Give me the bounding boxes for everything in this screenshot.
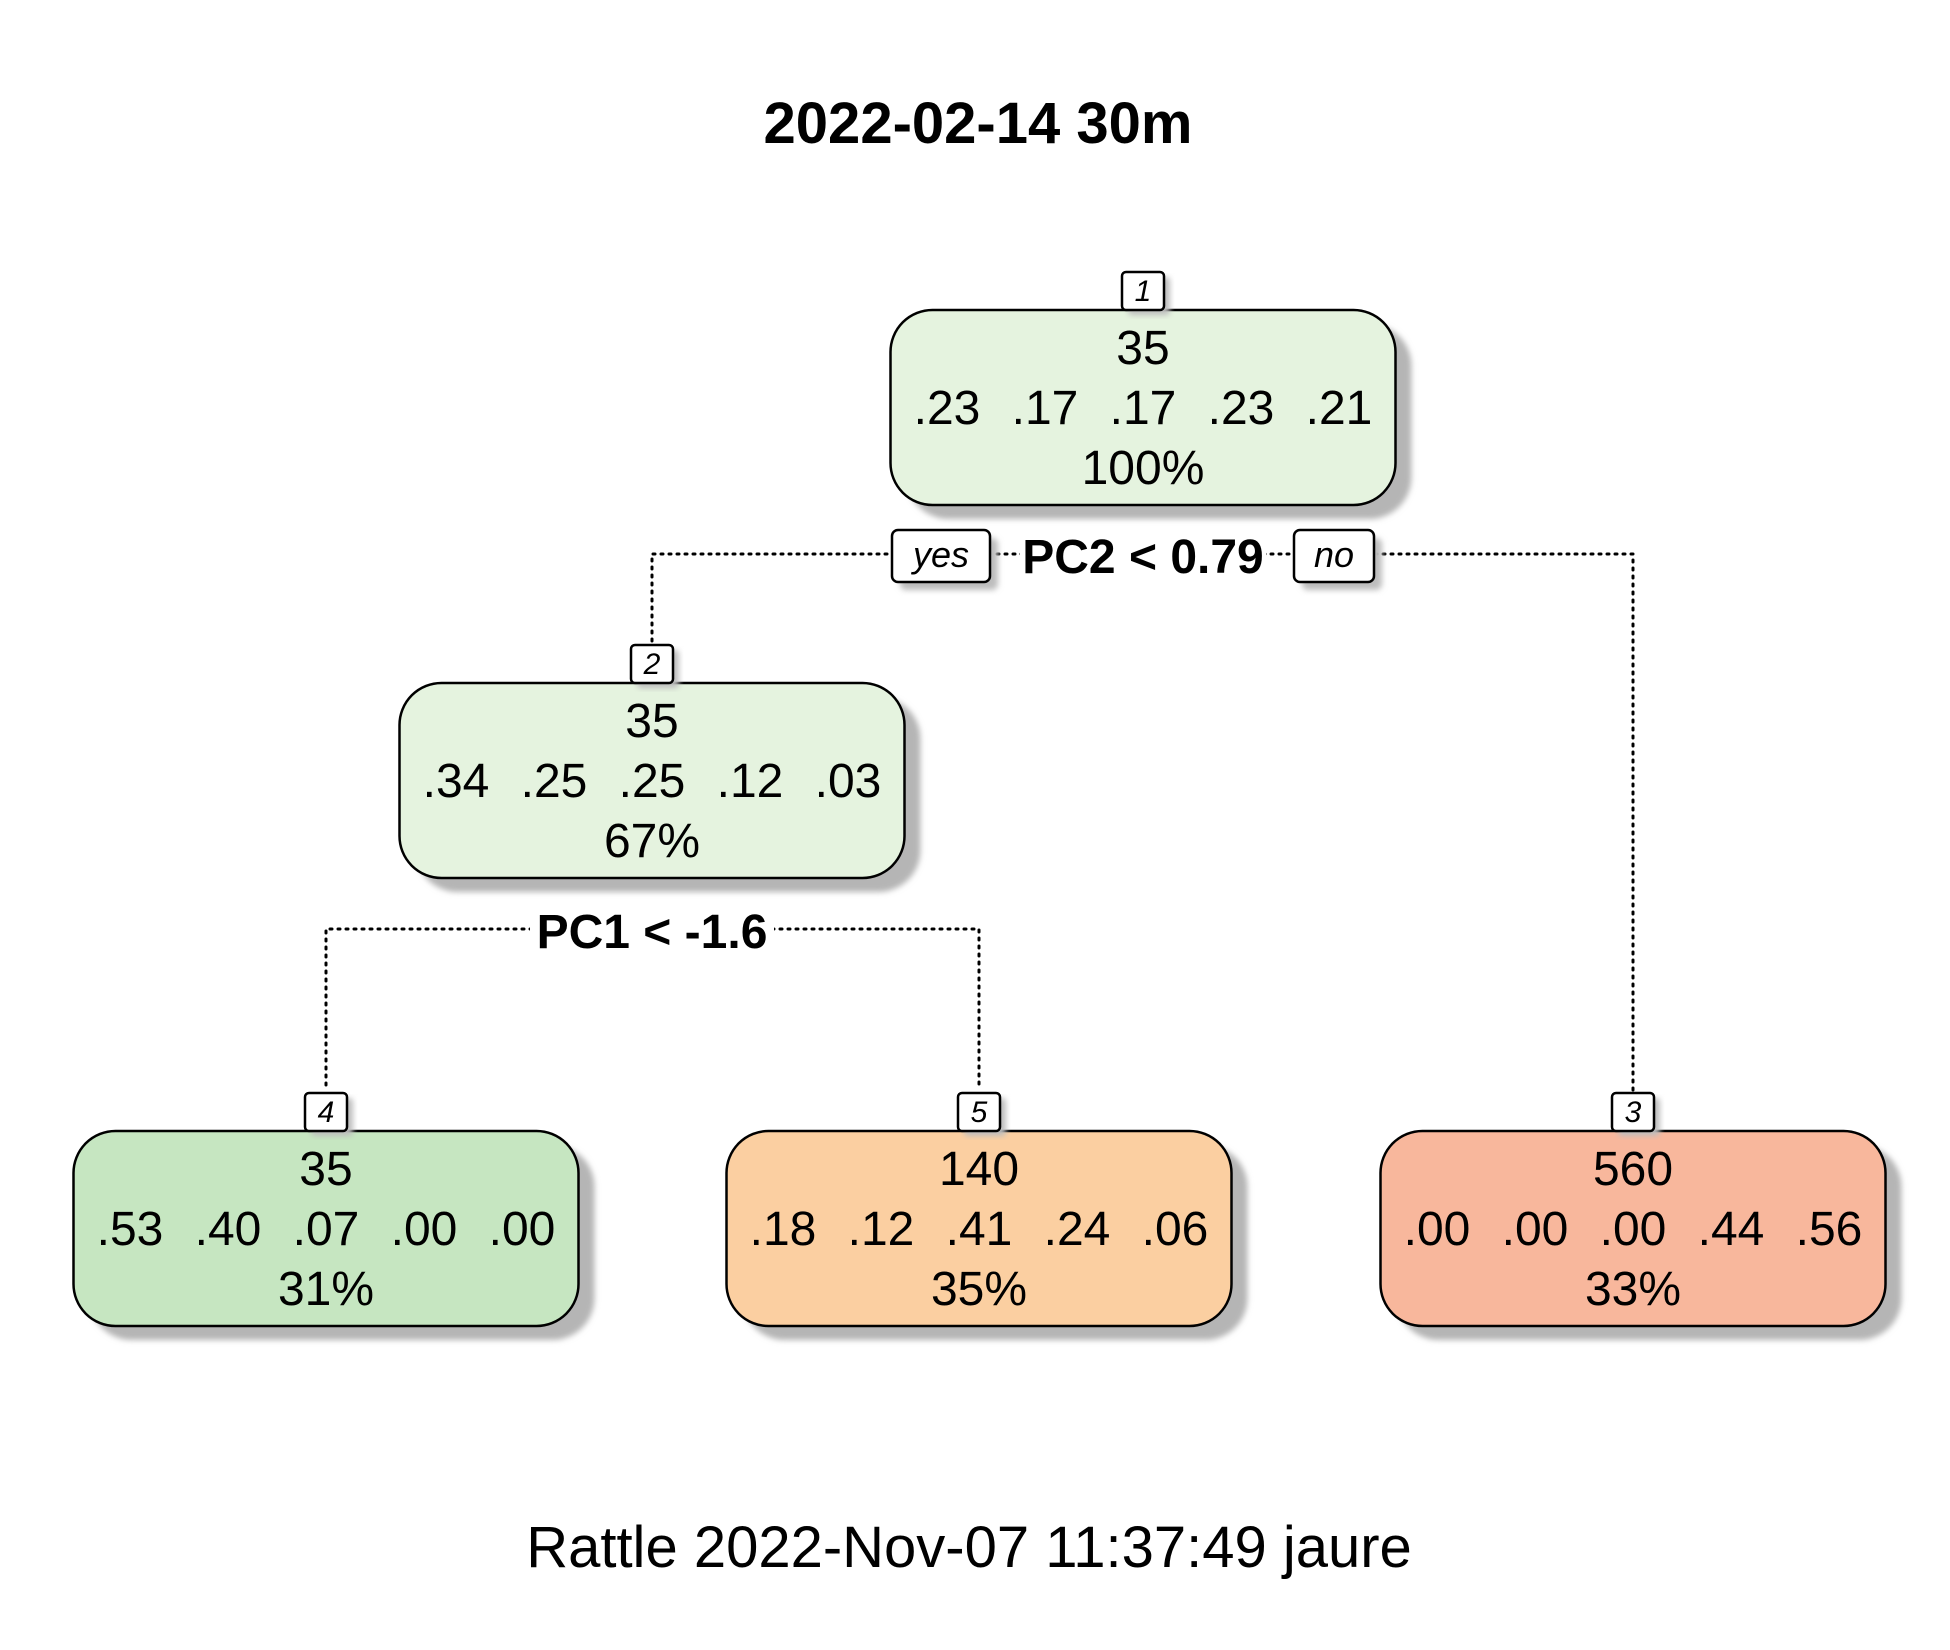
node-prob: .40 (195, 1203, 262, 1256)
node-id-label: 1 (1135, 275, 1152, 308)
branch-yes: yes (890, 528, 998, 590)
node-percent: 35% (931, 1263, 1027, 1316)
tree-node-5: 5 140 .18 .12 .41 .24 .06 35% (725, 1091, 1248, 1340)
edge-1-to-2 (650, 552, 1145, 644)
node-prob: .12 (848, 1203, 915, 1256)
node-id-label: 4 (318, 1096, 335, 1129)
node-percent: 31% (278, 1263, 374, 1316)
node-percent: 67% (604, 815, 700, 868)
node-class: 35 (625, 695, 678, 748)
node-prob: .24 (1044, 1203, 1111, 1256)
node-prob: .34 (423, 755, 490, 808)
node-id-box (629, 643, 675, 685)
nodes: 135.23.17.17.23.21100%235.34.25.25.12.03… (72, 270, 1902, 1340)
tree-node-2: 2 35 .34 .25 .25 .12 .03 67% (398, 643, 921, 892)
node-prob: .25 (521, 755, 588, 808)
branch-no: no (1292, 528, 1382, 590)
node-prob: .00 (1600, 1203, 1667, 1256)
node-prob: .07 (293, 1203, 360, 1256)
node-prob: .06 (1142, 1203, 1209, 1256)
branch-no-box (1292, 528, 1376, 584)
branch-yes-label: yes (910, 534, 969, 575)
node-prob: .18 (750, 1203, 817, 1256)
node-id-box (303, 1091, 349, 1133)
split-root: PC2 < 0.79 (1020, 526, 1266, 584)
node-prob: .00 (489, 1203, 556, 1256)
node-percent: 100% (1082, 442, 1205, 495)
node-prob: .00 (391, 1203, 458, 1256)
node-id-label: 2 (643, 648, 661, 681)
node-id-box (956, 1091, 1002, 1133)
tree-node-3: 3 560 .00 .00 .00 .44 .56 33% (1379, 1091, 1902, 1340)
node-prob: .17 (1012, 382, 1079, 435)
edge-1-to-3 (1141, 552, 1635, 1092)
split-node-2-label: PC1 < -1.6 (537, 906, 768, 959)
node-class: 560 (1593, 1143, 1673, 1196)
node-prob: .12 (717, 755, 784, 808)
edge-2-to-4 (324, 927, 654, 1092)
node-id-box (1610, 1091, 1656, 1133)
node-prob: .00 (1502, 1203, 1569, 1256)
node-class: 35 (299, 1143, 352, 1196)
split-root-label: PC2 < 0.79 (1022, 531, 1264, 584)
node-id-label: 5 (971, 1096, 988, 1129)
node-prob: .44 (1698, 1203, 1765, 1256)
node-prob: .23 (914, 382, 981, 435)
diagram-title: 2022-02-14 30m (764, 91, 1193, 156)
node-prob: .17 (1110, 382, 1177, 435)
node-class: 140 (939, 1143, 1019, 1196)
node-prob: .03 (815, 755, 882, 808)
node-prob: .56 (1796, 1203, 1863, 1256)
node-percent: 33% (1585, 1263, 1681, 1316)
branch-yes-box (890, 528, 992, 584)
node-prob: .00 (1404, 1203, 1471, 1256)
node-prob: .41 (946, 1203, 1013, 1256)
node-prob: .23 (1208, 382, 1275, 435)
edge-2-to-5 (650, 927, 981, 1092)
split-node-2-bg (530, 902, 774, 958)
split-root-bg (1020, 526, 1266, 582)
split-node-2: PC1 < -1.6 (530, 902, 774, 959)
node-id-box (1120, 270, 1166, 312)
footer-text: Rattle 2022-Nov-07 11:37:49 jaure (526, 1515, 1412, 1580)
branch-no-label: no (1314, 534, 1354, 575)
tree-node-1: 1 35 .23 .17 .17 .23 .21 100% (889, 270, 1412, 519)
node-id-label: 3 (1625, 1096, 1642, 1129)
tree-node-4: 4 35 .53 .40 .07 .00 .00 31% (72, 1091, 595, 1340)
node-prob: .21 (1306, 382, 1373, 435)
node-class: 35 (1116, 322, 1169, 375)
node-prob: .53 (97, 1203, 164, 1256)
node-prob: .25 (619, 755, 686, 808)
